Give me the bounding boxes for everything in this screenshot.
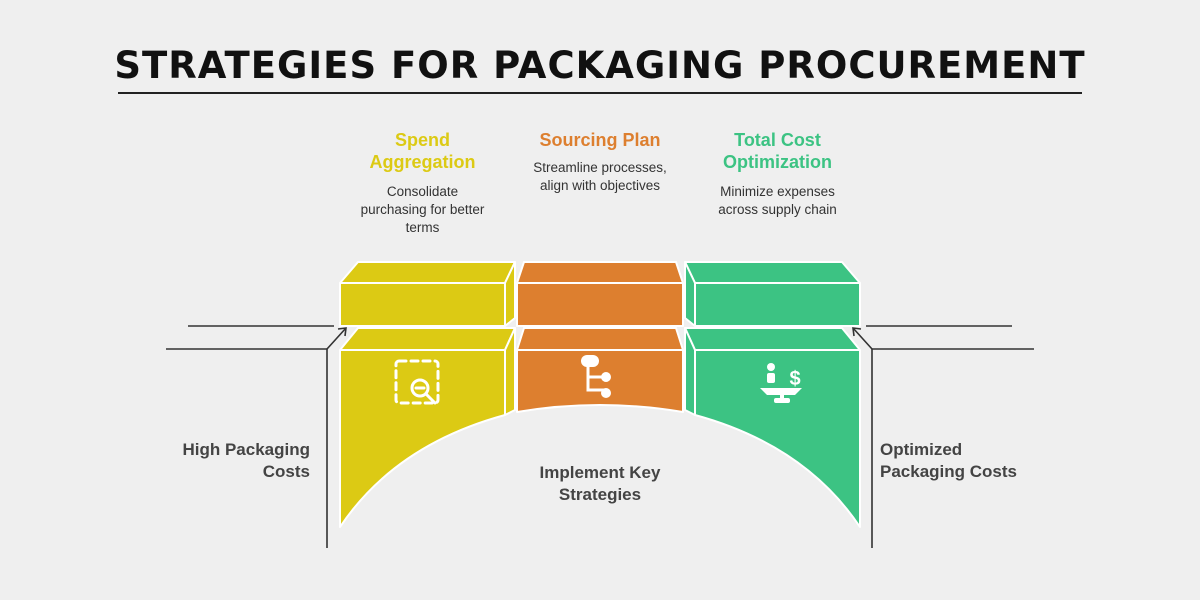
label-line: Implement Key <box>539 463 661 482</box>
svg-text:$: $ <box>789 368 800 390</box>
right-arrowhead <box>852 327 862 337</box>
orange-top-block <box>516 261 684 327</box>
strategy-description: Minimize expenses across supply chain <box>690 183 865 219</box>
flowchart-icon <box>581 355 611 398</box>
green-pillar <box>684 327 861 528</box>
desc-line: purchasing for better <box>360 202 485 217</box>
label-line: Strategies <box>558 485 642 504</box>
title-line: Spend <box>394 130 450 150</box>
yellow-top-block <box>339 261 516 327</box>
right-label: Optimized Packaging Costs <box>880 439 1060 483</box>
desc-line: Minimize expenses <box>720 184 835 199</box>
title-line: Optimization <box>723 152 832 172</box>
right-arrow <box>852 327 873 350</box>
left-arrow <box>326 327 347 350</box>
strategy-title: Total Cost Optimization <box>690 129 865 173</box>
desc-line: Streamline processes, <box>533 160 667 175</box>
label-line: High Packaging <box>182 440 310 459</box>
desc-line: terms <box>405 220 440 235</box>
title-line: Total Cost <box>734 130 821 150</box>
strategy-sourcing-plan: Sourcing Plan Streamline processes, alig… <box>510 129 690 195</box>
left-label: High Packaging Costs <box>150 439 310 483</box>
strategy-title: Sourcing Plan <box>510 129 690 151</box>
scale-person-dollar-icon: $ <box>760 363 802 403</box>
title-line: Aggregation <box>369 152 476 172</box>
label-line: Costs <box>262 462 310 481</box>
desc-line: across supply chain <box>718 202 837 217</box>
strategy-description: Consolidate purchasing for better terms <box>340 183 505 237</box>
page-title: STRATEGIES FOR PACKAGING PROCUREMENT <box>114 44 1086 87</box>
zoom-out-selection-icon <box>394 359 440 405</box>
title-line: Sourcing Plan <box>539 130 661 150</box>
strategy-description: Streamline processes, align with objecti… <box>510 159 690 195</box>
green-top-block <box>684 261 861 327</box>
strategy-total-cost-optimization: Total Cost Optimization Minimize expense… <box>690 129 865 219</box>
desc-line: align with objectives <box>539 178 661 193</box>
label-line: Optimized <box>880 440 963 459</box>
strategy-title: Spend Aggregation <box>340 129 505 173</box>
desc-line: Consolidate <box>386 184 459 199</box>
label-line: Packaging Costs <box>880 462 1017 481</box>
left-arrowhead <box>337 327 347 337</box>
center-label: Implement Key Strategies <box>500 462 700 506</box>
strategy-spend-aggregation: Spend Aggregation Consolidate purchasing… <box>340 129 505 237</box>
yellow-pillar <box>339 327 516 528</box>
orange-span <box>516 327 684 413</box>
title-underline <box>118 92 1082 94</box>
